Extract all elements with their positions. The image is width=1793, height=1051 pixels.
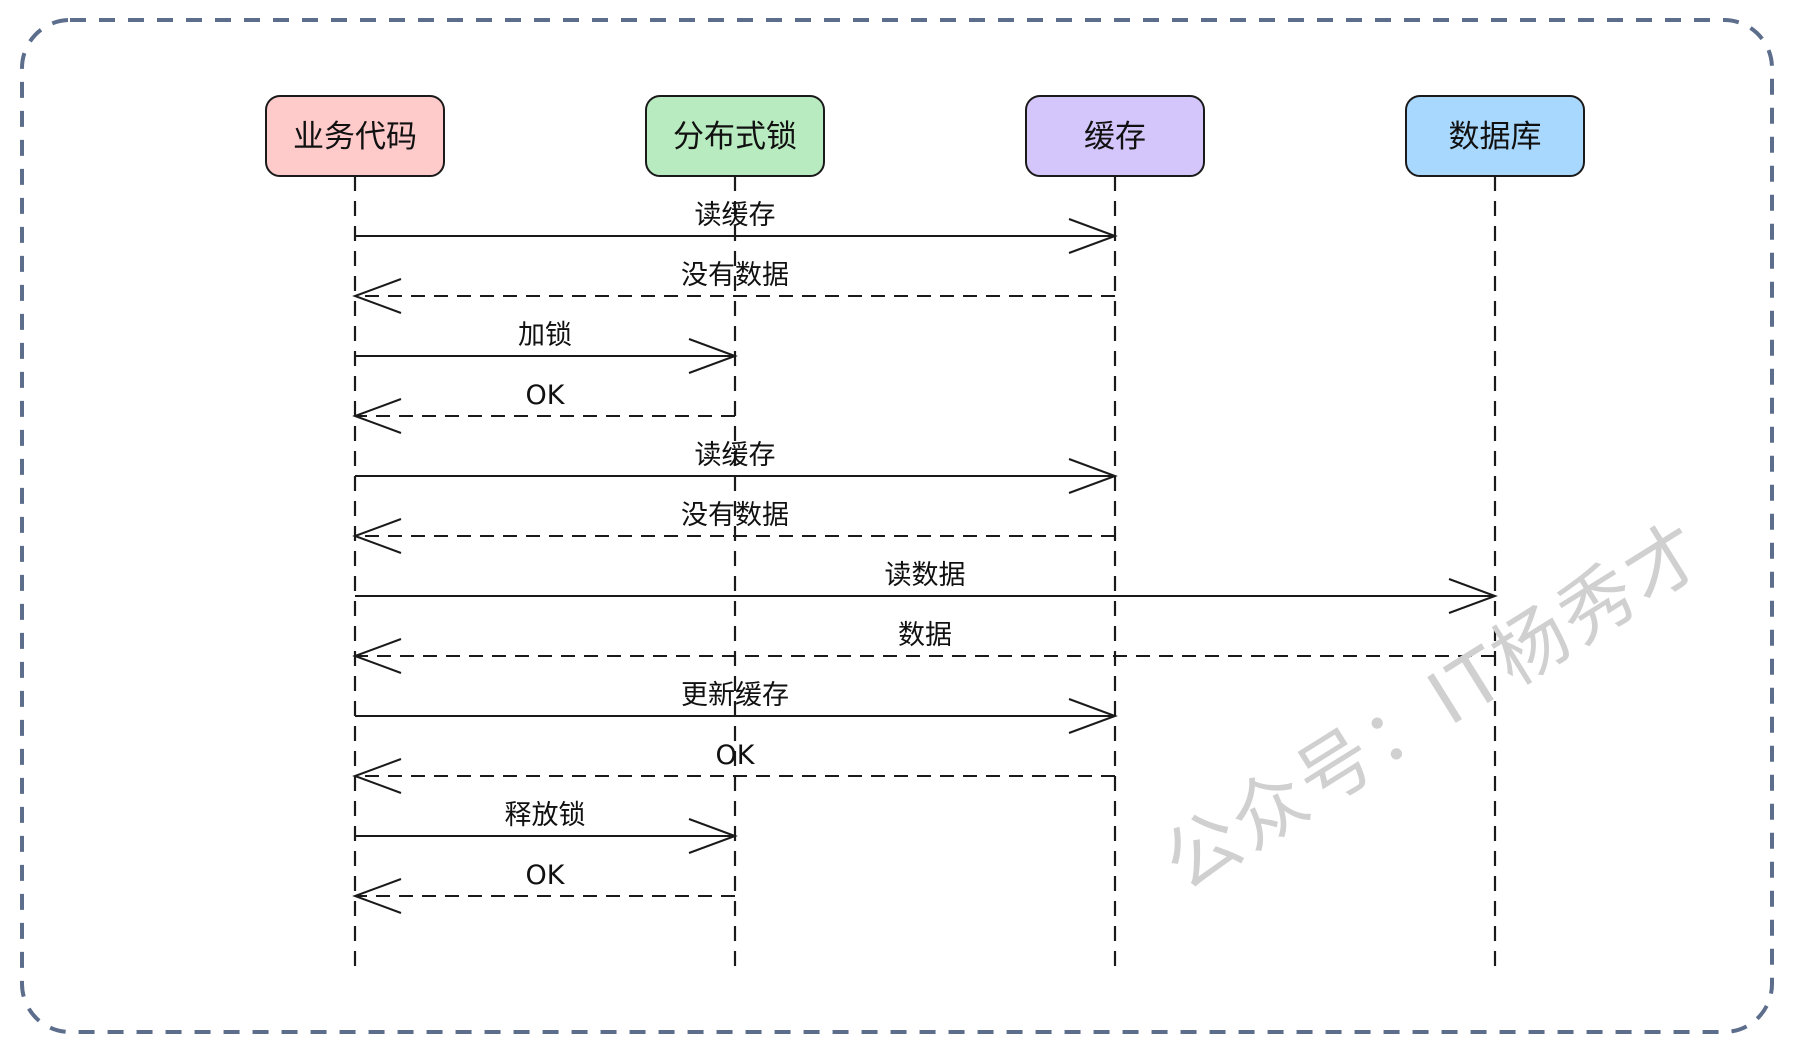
participant-box-cache — [1025, 95, 1205, 177]
message-label: OK — [526, 860, 566, 891]
participant-label-cache: 缓存 — [1084, 119, 1146, 155]
participant-box-lock — [645, 95, 825, 177]
message-label: 数据 — [898, 620, 952, 651]
message-label: 释放锁 — [505, 800, 586, 831]
message-label: 读缓存 — [695, 440, 776, 471]
participant-label-biz: 业务代码 — [293, 119, 417, 155]
participant-label-lock: 分布式锁 — [673, 119, 797, 155]
message-arrowhead — [352, 638, 402, 674]
message-arrowhead — [1068, 218, 1118, 254]
message-11: 释放锁 — [355, 800, 738, 854]
participant-box-db — [1405, 95, 1585, 177]
message-label: OK — [526, 380, 566, 411]
message-arrowhead — [688, 338, 738, 374]
message-4: OK — [352, 380, 735, 434]
participant-box-biz — [265, 95, 445, 177]
participant-lock: 分布式锁 — [645, 95, 825, 177]
message-label: 没有数据 — [681, 260, 789, 291]
message-5: 读缓存 — [355, 440, 1118, 494]
participant-label-db: 数据库 — [1449, 119, 1542, 155]
message-label: 更新缓存 — [681, 680, 789, 711]
message-7: 读数据 — [355, 560, 1498, 614]
message-arrowhead — [352, 758, 402, 794]
message-arrowhead — [352, 878, 402, 914]
participant-biz: 业务代码 — [265, 95, 445, 177]
participant-cache: 缓存 — [1025, 95, 1205, 177]
message-10: OK — [352, 740, 1115, 794]
message-8: 数据 — [352, 620, 1495, 674]
message-1: 读缓存 — [355, 200, 1118, 254]
message-label: 加锁 — [518, 320, 572, 351]
message-label: 读数据 — [885, 560, 966, 591]
message-9: 更新缓存 — [355, 680, 1118, 734]
participant-db: 数据库 — [1405, 95, 1585, 177]
diagram-frame — [20, 18, 1774, 1034]
message-label: 读缓存 — [695, 200, 776, 231]
message-6: 没有数据 — [352, 500, 1115, 554]
message-label: 没有数据 — [681, 500, 789, 531]
message-label: OK — [716, 740, 756, 771]
message-12: OK — [352, 860, 735, 914]
message-arrowhead — [1448, 578, 1498, 614]
message-arrowhead — [352, 398, 402, 434]
message-3: 加锁 — [355, 320, 738, 374]
message-arrowhead — [352, 518, 402, 554]
message-arrowhead — [1068, 698, 1118, 734]
message-arrowhead — [688, 818, 738, 854]
message-2: 没有数据 — [352, 260, 1115, 314]
message-arrowhead — [1068, 458, 1118, 494]
message-arrowhead — [352, 278, 402, 314]
